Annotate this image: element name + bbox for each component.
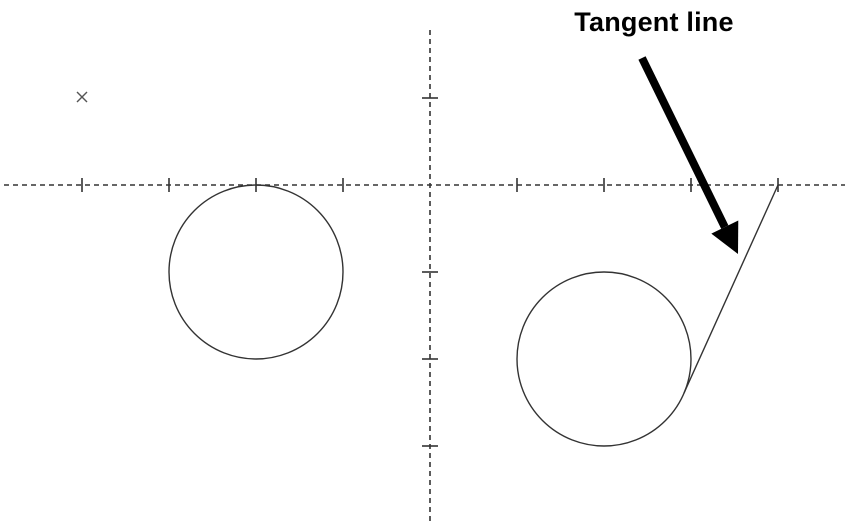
annotation-arrow [638,56,739,254]
cross-stroke [76,91,88,103]
tangent-line [683,184,779,394]
axes [4,30,845,524]
axis-ticks [81,97,779,447]
shapes [76,91,779,447]
arrow-shaft [638,56,729,229]
cross-marker [76,91,88,103]
circle-2 [516,271,692,447]
circle-1 [168,184,344,360]
arrow-head [711,220,739,254]
tangent-line-label: Tangent line [574,7,734,37]
